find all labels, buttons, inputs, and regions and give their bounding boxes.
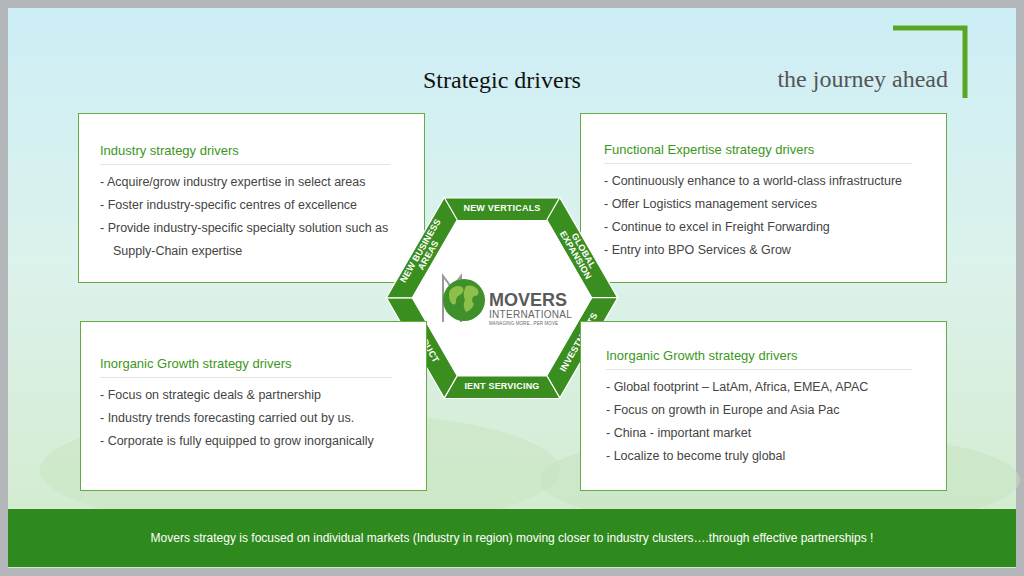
slide-title: Strategic drivers [352,67,652,94]
bullet-item: - Focus on strategic deals & partnership [100,384,418,407]
tagline: the journey ahead [680,66,948,93]
box-heading: Functional Expertise strategy drivers [604,141,938,159]
hexagon-segment: IENT SERVICING [444,376,560,399]
bullet-item: - Continuously enhance to a world-class … [604,170,938,193]
logo-subtitle: MANAGING MORE...PER MOVE [489,322,558,327]
segment-label: IENT SERVICING [444,376,560,399]
strategy-box: Industry strategy drivers - Acquire/grow … [78,113,425,283]
bullet-item: - Focus on growth in Europe and Asia Pac [606,399,938,422]
footer-band: Movers strategy is focused on individual… [8,509,1016,567]
box-heading: Industry strategy drivers [100,142,416,160]
separator-line [604,163,912,164]
bullet-item: - Continue to excel in Freight Forwardin… [604,216,938,239]
box-heading: Inorganic Growth strategy drivers [606,347,938,365]
bullet-item: - Industry trends forecasting carried ou… [100,407,418,430]
strategy-box: Functional Expertise strategy drivers - C… [580,113,947,283]
bullet-item: - Entry into BPO Services & Grow [604,239,938,262]
strategy-box: Inorganic Growth strategy drivers - Globa… [580,321,947,491]
segment-fill [444,198,560,221]
bullet-item: - Localize to become truly global [606,445,938,468]
bullet-item: - Provide industry-specific specialty so… [100,217,416,263]
bullet-item: - Corporate is fully equipped to grow in… [100,430,418,453]
bullet-item: - Acquire/grow industry expertise in sel… [100,171,416,194]
logo-hexagon: MOVERSINTERNATIONAL MANAGING MORE...PER M… [412,220,592,376]
hexagon-segment: NEW VERTICALS [444,198,560,221]
backdrop [8,8,1016,568]
bullet-item: - Global footprint – LatAm, Africa, EMEA… [606,376,938,399]
separator-line [100,377,392,378]
bullet-item: - China - important market [606,422,938,445]
bullet-item: - Foster industry-specific centres of ex… [100,194,416,217]
separator-line [606,369,912,370]
strategy-box: Inorganic Growth strategy drivers - Focus… [80,321,427,491]
footer-caption: Movers strategy is focused on individual… [8,531,1016,545]
logo-subtitle: INTERNATIONAL [489,310,572,320]
segment-fill [444,376,560,399]
bullet-item: - Offer Logistics management services [604,193,938,216]
segment-label: NEW VERTICALS [444,198,560,221]
logo-wordmark: MOVERS [489,291,567,309]
box-heading: Inorganic Growth strategy drivers [100,355,418,373]
separator-line [100,164,390,165]
inner-hexagon-fill [412,220,592,376]
